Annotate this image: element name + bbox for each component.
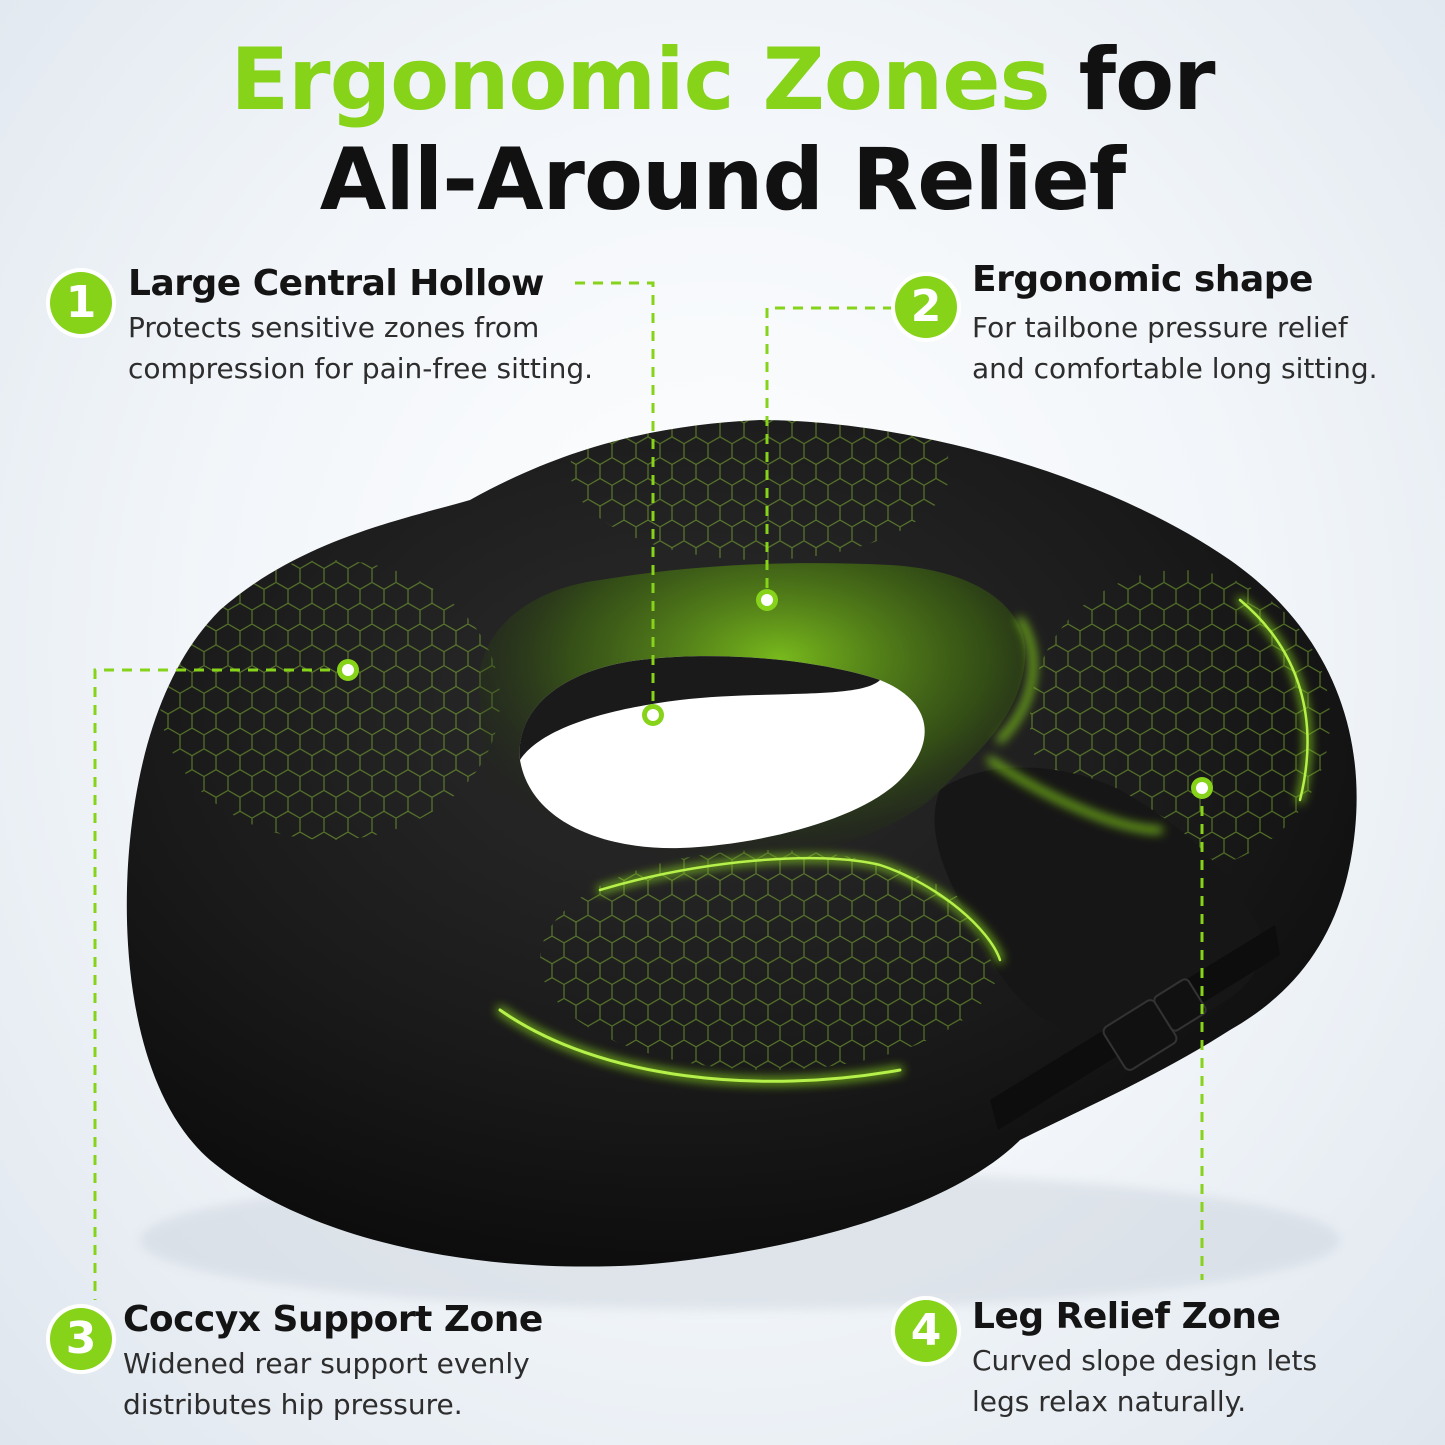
glow-stroke-left-core xyxy=(498,1008,902,1083)
badge-number: 1 xyxy=(50,272,112,334)
callout-desc-line: distributes hip pressure. xyxy=(123,1388,463,1421)
badge-number: 2 xyxy=(895,276,957,338)
leg-relief-bolster xyxy=(934,767,1263,1034)
headline-line-1: Ergonomic Zones for xyxy=(0,30,1445,130)
callout-desc-line: Widened rear support evenly xyxy=(123,1347,530,1380)
badge-number: 3 xyxy=(50,1308,112,1370)
callout-title: Coccyx Support Zone xyxy=(123,1299,543,1340)
strap-and-buckle xyxy=(990,925,1280,1130)
callout-desc-line: legs relax naturally. xyxy=(972,1385,1247,1418)
callout-desc-line: For tailbone pressure relief xyxy=(972,311,1348,344)
callout-desc-line: Protects sensitive zones from xyxy=(128,311,540,344)
callout-title: Large Central Hollow xyxy=(128,263,544,304)
marker-dots xyxy=(337,589,1213,799)
leader-lines xyxy=(93,281,1204,1300)
callout-desc-line: compression for pain-free sitting. xyxy=(128,352,594,385)
headline-line-2: All-Around Relief xyxy=(319,130,1126,230)
headline-rest: for xyxy=(1078,30,1216,130)
callout-title: Leg Relief Zone xyxy=(972,1296,1281,1337)
glow-stroke-right xyxy=(987,617,1163,833)
callout-desc-line: Curved slope design lets xyxy=(972,1344,1318,1377)
glow-stroke-mid-core xyxy=(598,856,1002,962)
hollow-inner-shade xyxy=(519,656,880,760)
headline: Ergonomic Zones for All-Around Relief xyxy=(0,30,1445,230)
badge-number: 4 xyxy=(895,1300,957,1362)
callout-desc-line: and comfortable long sitting. xyxy=(972,352,1378,385)
callout-title: Ergonomic shape xyxy=(972,259,1313,300)
headline-accent: Ergonomic Zones xyxy=(230,30,1050,130)
glow-stroke-right-outer-core xyxy=(1238,598,1309,802)
